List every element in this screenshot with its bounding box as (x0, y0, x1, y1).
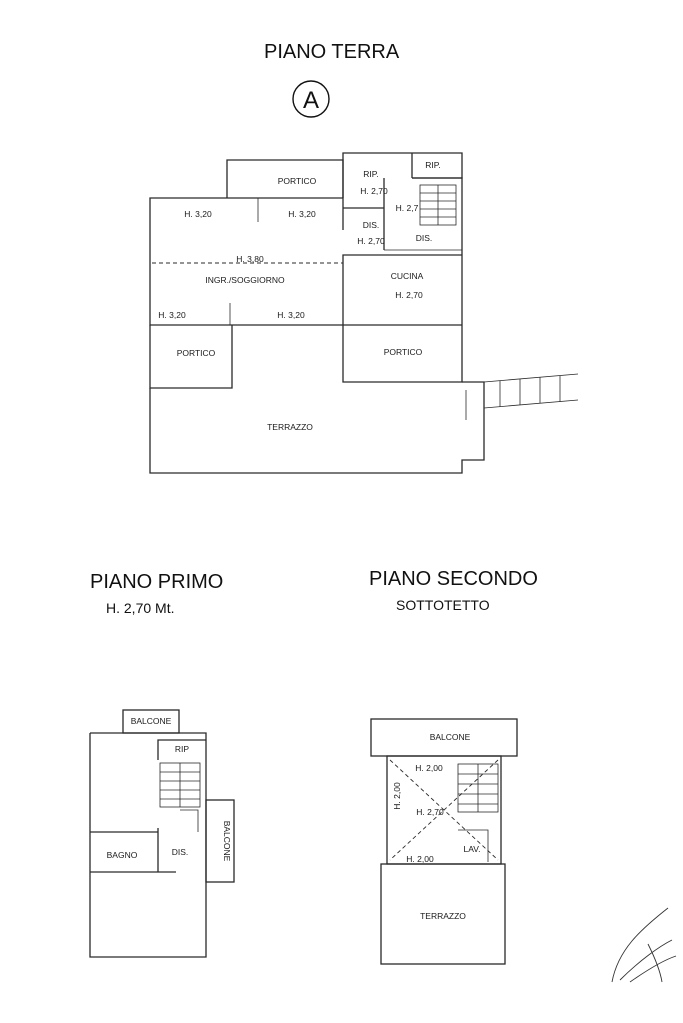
ext-stair-edge (483, 399, 579, 409)
label-dis-1-height: H. 2,70 (357, 236, 385, 246)
ground-floor-section: PIANO TERRA A (149, 41, 579, 474)
wall-lav (458, 829, 489, 862)
label-h-left: H. 2,00 (392, 782, 402, 810)
label-h-bottom: H. 2,00 (406, 854, 434, 864)
label-lav: LAV. (463, 844, 480, 854)
second-floor-title: PIANO SECONDO (369, 568, 538, 590)
second-floor-subtitle: SOTTOTETTO (396, 597, 490, 613)
label-dis-2: DIS. (416, 233, 433, 243)
first-floor-section: PIANO PRIMO H. 2,70 Mt. BALCONE RIP BAGN… (89, 571, 235, 958)
wall-portico-left (149, 325, 233, 389)
label-rip-1: RIP. (363, 169, 378, 179)
wall-portico-right (342, 325, 463, 383)
ground-floor-plan: PORTICO RIP. H. 2,70 RIP. H. 2,7 H. 3,20… (149, 152, 579, 474)
label-dis: DIS. (172, 847, 189, 857)
label-soggiorno: INGR./SOGGIORNO (205, 275, 285, 285)
wall-balcone-side (205, 799, 235, 883)
ground-floor-title: PIANO TERRA (264, 41, 400, 63)
wall-rip (157, 739, 206, 760)
label-terrazzo: TERRAZZO (267, 422, 313, 432)
label-balcone-top: BALCONE (131, 716, 172, 726)
wall-terrazzo (149, 381, 485, 474)
wall-first-outer (89, 732, 207, 958)
label-h-left-bottom: H. 3,20 (158, 310, 186, 320)
label-h-left-top: H. 3,20 (184, 209, 212, 219)
label-bagno: BAGNO (107, 850, 138, 860)
roof-diagonal (389, 759, 499, 861)
label-h-mid-bottom: H. 3,20 (277, 310, 305, 320)
label-terrazzo-second: TERRAZZO (420, 911, 466, 921)
label-portico-right: PORTICO (384, 347, 423, 357)
first-floor-height: H. 2,70 Mt. (106, 600, 174, 616)
label-portico-top: PORTICO (278, 176, 317, 186)
label-portico-left: PORTICO (177, 348, 216, 358)
plan-badge-circle (292, 80, 330, 118)
label-h-center: H. 2,70 (416, 807, 444, 817)
label-cucina: CUCINA (391, 271, 424, 281)
label-h-top: H. 2,00 (415, 763, 443, 773)
label-rip-1-height: H. 2,70 (360, 186, 388, 196)
first-floor-plan: BALCONE RIP BAGNO DIS. BALCONE (89, 709, 235, 958)
door-mark (180, 809, 199, 832)
signature-mark (611, 907, 677, 983)
label-h-mid-top: H. 3,20 (288, 209, 316, 219)
wall-east (412, 177, 463, 325)
label-rip-2: RIP. (425, 160, 440, 170)
wall-cucina (342, 254, 462, 325)
ext-stair-edge (483, 373, 579, 383)
label-balcone-side: BALCONE (222, 821, 232, 862)
plan-badge-letter: A (303, 87, 319, 114)
label-rip: RIP (175, 744, 190, 754)
label-dis-1: DIS. (363, 220, 380, 230)
first-floor-title: PIANO PRIMO (90, 571, 223, 593)
second-floor-plan: BALCONE H. 2,00 H. 2,00 H. 2,70 LAV. H. … (370, 718, 518, 965)
label-balcone: BALCONE (430, 732, 471, 742)
label-h-center: H. 3,80 (236, 254, 264, 264)
second-floor-section: PIANO SECONDO SOTTOTETTO BALCONE H. 2,00… (369, 568, 538, 965)
label-cucina-height: H. 2,70 (395, 290, 423, 300)
label-stair-height: H. 2,7 (396, 203, 419, 213)
wall-terrazzo-second (380, 863, 506, 965)
wall-main-body (149, 197, 462, 326)
